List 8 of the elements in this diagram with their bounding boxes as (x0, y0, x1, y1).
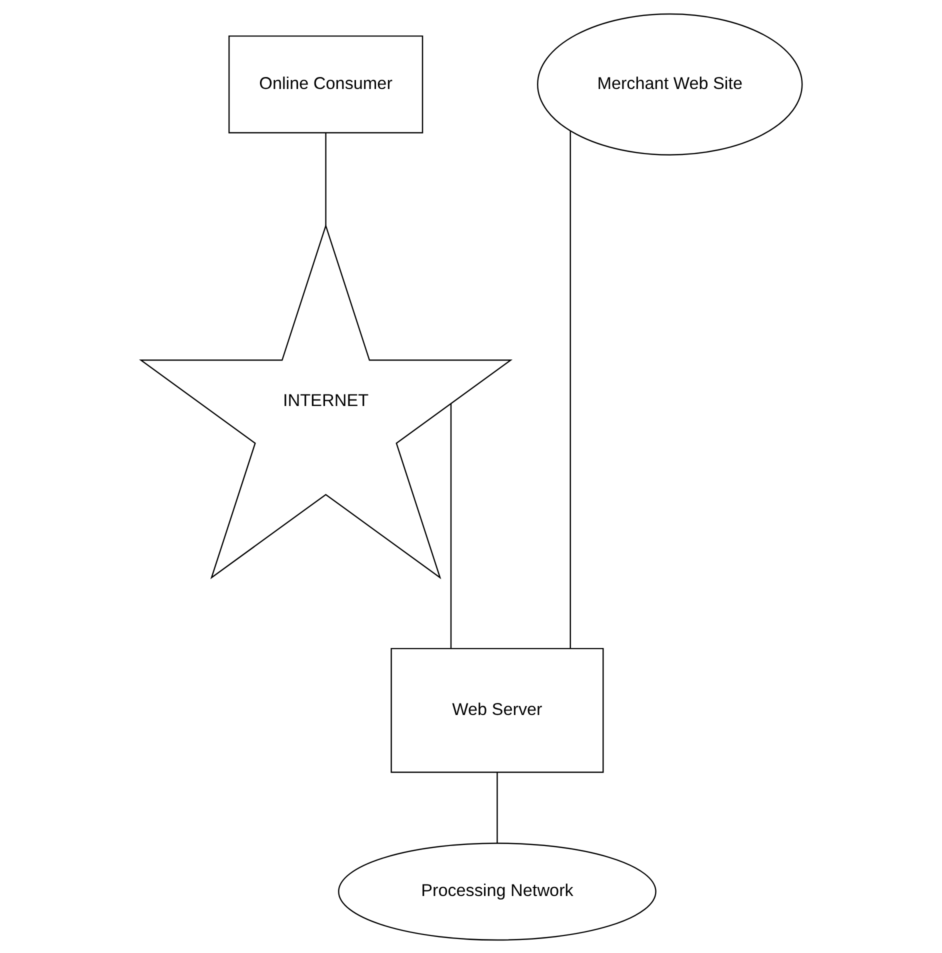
connector (496, 772, 498, 843)
node-ellipse: Merchant Web Site (536, 12, 802, 155)
node-ellipse: Processing Network (338, 842, 656, 940)
node-box: Web Server (390, 647, 604, 772)
connector (450, 403, 452, 648)
connector (324, 132, 326, 226)
node-box: Online Consumer (228, 34, 423, 133)
connector (569, 130, 570, 648)
